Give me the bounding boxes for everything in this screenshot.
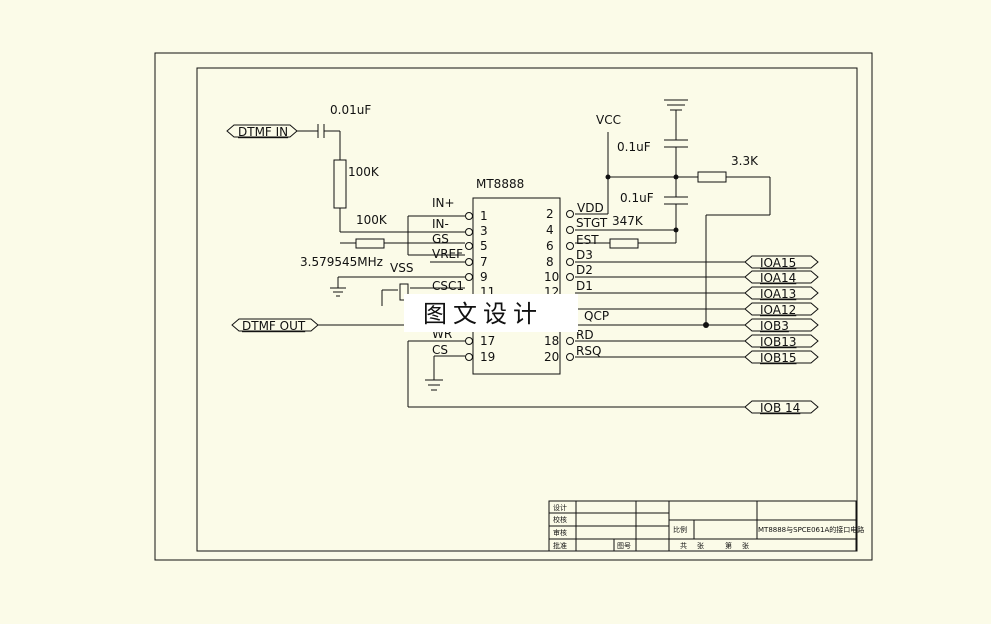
port-labels: DTMF IN DTMF OUT IOA15 IOA14 IOA13 IOA12… (238, 125, 800, 415)
inner-border (196, 67, 858, 552)
left-pin-labels: IN+ IN- GS VREF VSS CSC1 WR CS (390, 196, 464, 357)
tb-bottom-a: 共 (680, 541, 687, 550)
port-label: IOA13 (760, 287, 796, 301)
left-pin-numbers: 1 3 5 7 9 11 17 19 (480, 209, 495, 364)
pin-number: 8 (546, 255, 554, 269)
pin-number: 9 (480, 270, 488, 284)
right-pin-labels: VDD STGT EST D3 D2 D1 QCP RD RSQ (576, 201, 609, 358)
pin-label: RSQ (576, 344, 601, 358)
port-dtmf-in: DTMF IN (238, 125, 288, 139)
tb-row: 设计 (553, 503, 567, 512)
pin-label: VDD (577, 201, 604, 215)
cap-in-value: 0.01uF (330, 103, 371, 117)
tb-bottom-c: 第 (725, 541, 732, 550)
pin-number: 3 (480, 224, 488, 238)
tb-bottom-d: 张 (742, 541, 749, 550)
chip-name: MT8888 (476, 177, 524, 191)
wiring (296, 99, 771, 408)
title-block (548, 500, 857, 552)
title-block-text: 设计 校核 审核 批准 比例 图号 MT8888与SPCE061A的接口电路 共… (553, 503, 864, 550)
tb-cell-b: 图号 (617, 542, 631, 550)
pin-number: 18 (544, 334, 559, 348)
tb-bottom-b: 张 (697, 541, 704, 550)
pin-label: D3 (576, 248, 593, 262)
vcc-label: VCC (596, 113, 621, 127)
pin-label: IN- (432, 217, 449, 231)
component-labels: 0.01uF 100K 100K 3.579545MHz VCC 0.1uF 0… (300, 103, 759, 269)
pin-label: GS (432, 232, 449, 246)
port-label: IOA14 (760, 271, 796, 285)
res-est-value: 347K (612, 214, 644, 228)
pin-number: 20 (544, 350, 559, 364)
pin-label: D1 (576, 279, 593, 293)
pin-label: RD (576, 328, 594, 342)
tb-row: 审核 (553, 528, 567, 537)
pin-label: IN+ (432, 196, 455, 210)
res-pullup-value: 3.3K (731, 154, 759, 168)
pin-label: STGT (576, 216, 608, 230)
pin-number: 2 (546, 207, 554, 221)
res-in-value: 100K (348, 165, 380, 179)
pin-number: 6 (546, 239, 554, 253)
tb-cell-a: 比例 (673, 525, 687, 534)
port-tags (226, 124, 819, 414)
tb-row: 批准 (553, 541, 567, 550)
res-gs-value: 100K (356, 213, 388, 227)
port-label: IOB3 (760, 319, 789, 333)
port-label: IOA12 (760, 303, 796, 317)
tb-row: 校核 (553, 515, 567, 524)
pin-number: 17 (480, 334, 495, 348)
pin-label: VSS (390, 261, 413, 275)
pin-label: EST (576, 233, 599, 247)
port-label: IOA15 (760, 256, 796, 270)
port-label: IOB15 (760, 351, 797, 365)
crystal-value: 3.579545MHz (300, 255, 383, 269)
pin-number: 4 (546, 223, 554, 237)
pin-number: 19 (480, 350, 495, 364)
watermark: 图文设计 (404, 294, 578, 332)
pin-number: 7 (480, 255, 488, 269)
pin-circles (465, 210, 574, 361)
pin-number: 1 (480, 209, 488, 223)
port-label: IOB 14 (760, 401, 800, 415)
pin-number: 5 (480, 239, 488, 253)
pin-label: CSC1 (432, 279, 464, 293)
outer-border (154, 52, 873, 561)
pin-label: QCP (584, 309, 609, 323)
tb-title: MT8888与SPCE061A的接口电路 (758, 525, 864, 534)
pin-number: 10 (544, 270, 559, 284)
port-dtmf-out: DTMF OUT (242, 319, 306, 333)
right-pin-numbers: 2 4 6 8 10 12 18 20 (544, 207, 559, 364)
pin-label: VREF (432, 247, 463, 261)
junction-dots (605, 174, 709, 328)
pin-label: CS (432, 343, 448, 357)
pin-label: D2 (576, 263, 593, 277)
watermark-text: 图文设计 (423, 300, 543, 328)
port-label: IOB13 (760, 335, 797, 349)
cap-2-value: 0.1uF (620, 191, 654, 205)
cap-1-value: 0.1uF (617, 140, 651, 154)
